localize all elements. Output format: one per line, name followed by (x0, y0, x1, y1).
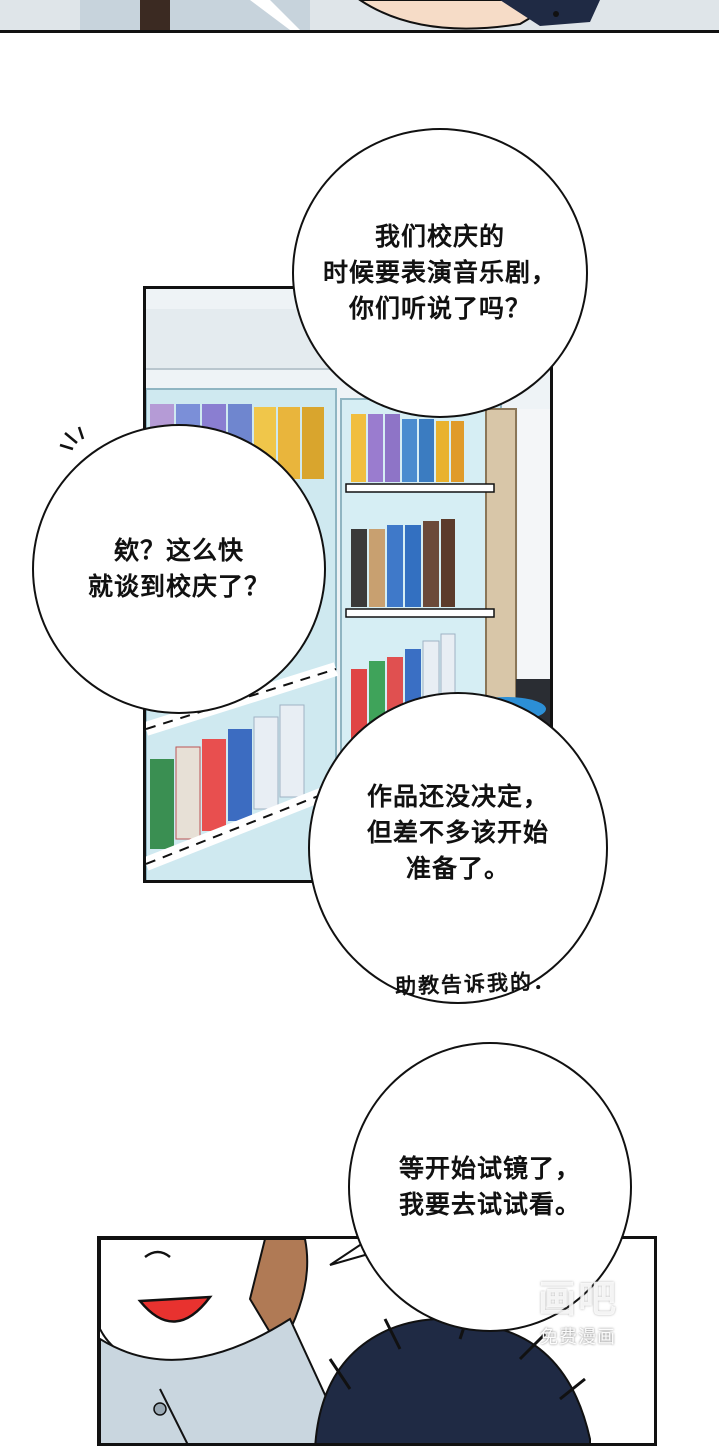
surprise-lines-icon (59, 426, 85, 451)
watermark-logo: 画吧 (538, 1277, 619, 1321)
speech-bubble-1: 我们校庆的 时候要表演音乐剧， 你们听说了吗？ (292, 128, 588, 418)
cans-row-bottom-left (150, 704, 305, 849)
speech-bubble-1-text: 我们校庆的 时候要表演音乐剧， 你们听说了吗？ (322, 222, 557, 323)
handwritten-note: 助教告诉我的． (394, 969, 557, 999)
watermark-subtitle: 免费漫画 (540, 1327, 616, 1348)
top-panel (0, 0, 719, 33)
speech-bubble-4: 等开始试镜了， 我要去试试看。 (348, 1042, 632, 1332)
cans-row-right-2 (351, 519, 455, 607)
top-panel-art (0, 0, 719, 30)
watermark: 画吧 免费漫画 (538, 1268, 618, 1349)
cans-row-right-1 (351, 414, 464, 482)
speech-bubble-2: 欸？这么快 就谈到校庆了？ (32, 424, 326, 714)
speech-bubble-4-text: 等开始试镜了， 我要去试试看。 (398, 1154, 581, 1219)
speech-bubble-2-text: 欸？这么快 就谈到校庆了？ (87, 536, 270, 601)
speech-bubble-3-text: 作品还没决定， 但差不多该开始 准备了。 (366, 782, 549, 883)
speech-bubble-3: 作品还没决定， 但差不多该开始 准备了。 (308, 692, 608, 1004)
